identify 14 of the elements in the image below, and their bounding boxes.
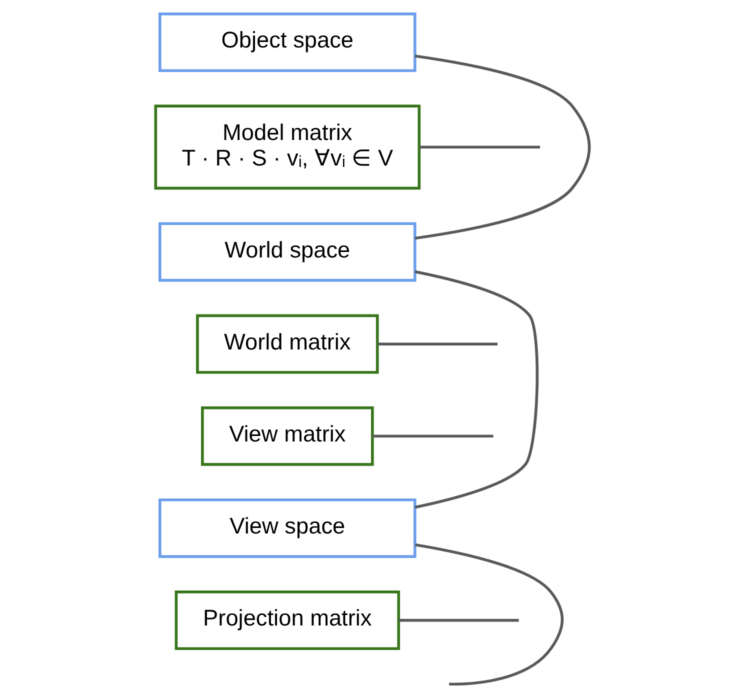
node-box: View space xyxy=(158,498,416,558)
node-box: Model matrix T · R · S · vᵢ, ∀vᵢ ∈ V xyxy=(154,104,421,190)
connector xyxy=(414,270,539,509)
connector xyxy=(414,54,591,240)
node-box: Object space xyxy=(158,12,416,72)
connector xyxy=(399,618,519,622)
connector xyxy=(372,434,494,438)
connector xyxy=(415,543,564,686)
connector xyxy=(420,146,540,149)
connector xyxy=(378,342,498,346)
node-box: View matrix xyxy=(201,406,374,466)
node-box: World matrix xyxy=(196,314,379,374)
node-box: World space xyxy=(158,222,416,282)
node-box: Projection matrix xyxy=(174,590,400,650)
